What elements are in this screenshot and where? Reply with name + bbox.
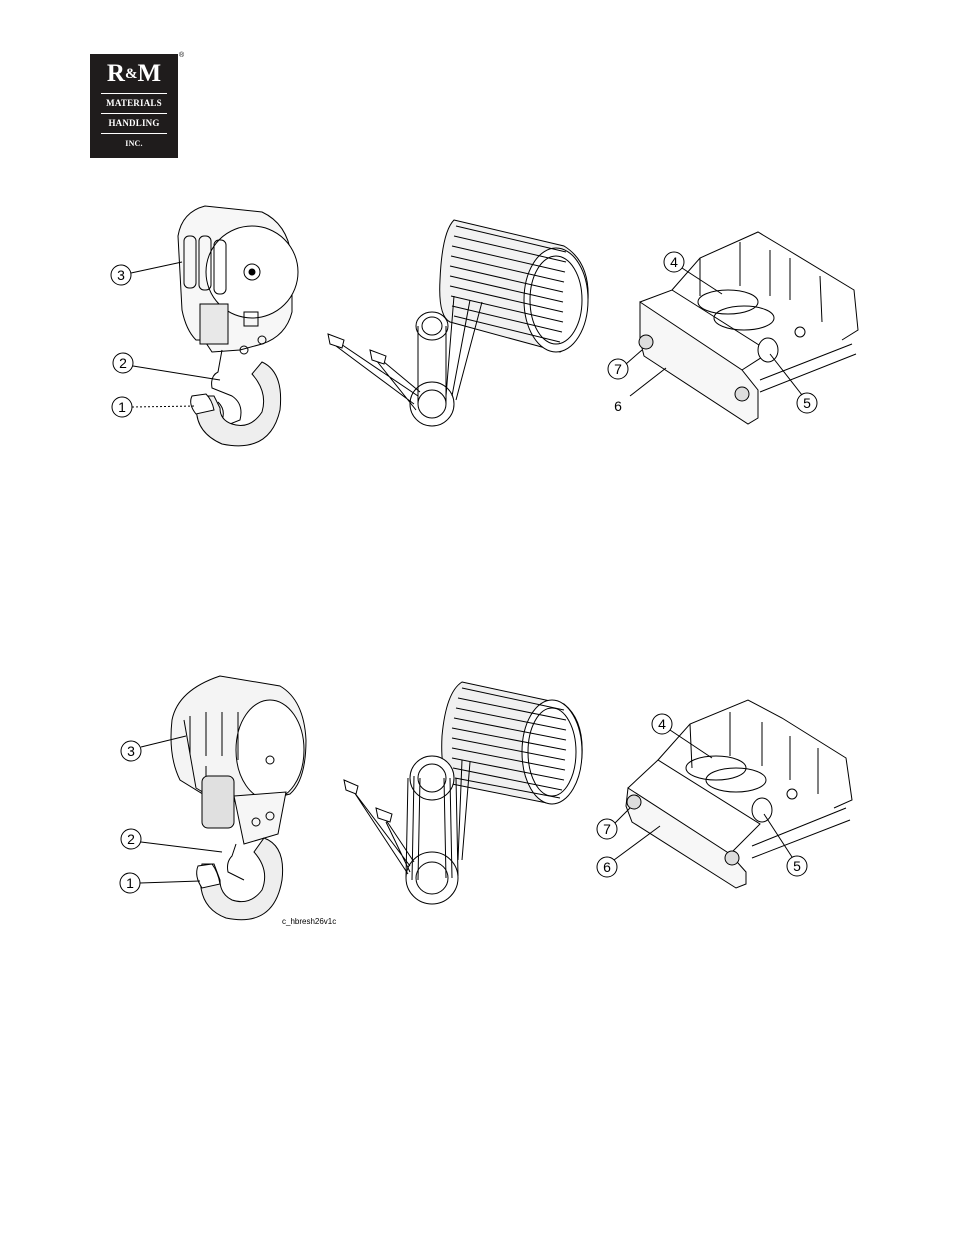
callout-1-top: 1 [118,399,126,415]
callout-5-bottom: 5 [793,858,801,874]
callout-2-bottom: 2 [127,831,135,847]
callout-4-bottom: 4 [658,716,666,732]
callout-2-top: 2 [119,355,127,371]
callout-7-bottom: 7 [603,821,611,837]
callout-3-top: 3 [117,267,125,283]
callout-6-bottom: 6 [603,859,611,875]
drawing-reference-caption: c_hbresh26v1c [282,917,336,926]
rope-drum-drawing-bottom [344,682,582,904]
hook-block-drawing-bottom [171,676,306,920]
rope-drum-drawing-top [328,220,588,426]
callout-6-top: 6 [614,398,622,414]
hook-block-drawing-top [178,206,298,446]
callout-3-bottom: 3 [127,743,135,759]
callout-1-bottom: 1 [126,875,134,891]
callout-5-top: 5 [803,395,811,411]
callout-4-top: 4 [670,254,678,270]
callout-7-top: 7 [614,361,622,377]
